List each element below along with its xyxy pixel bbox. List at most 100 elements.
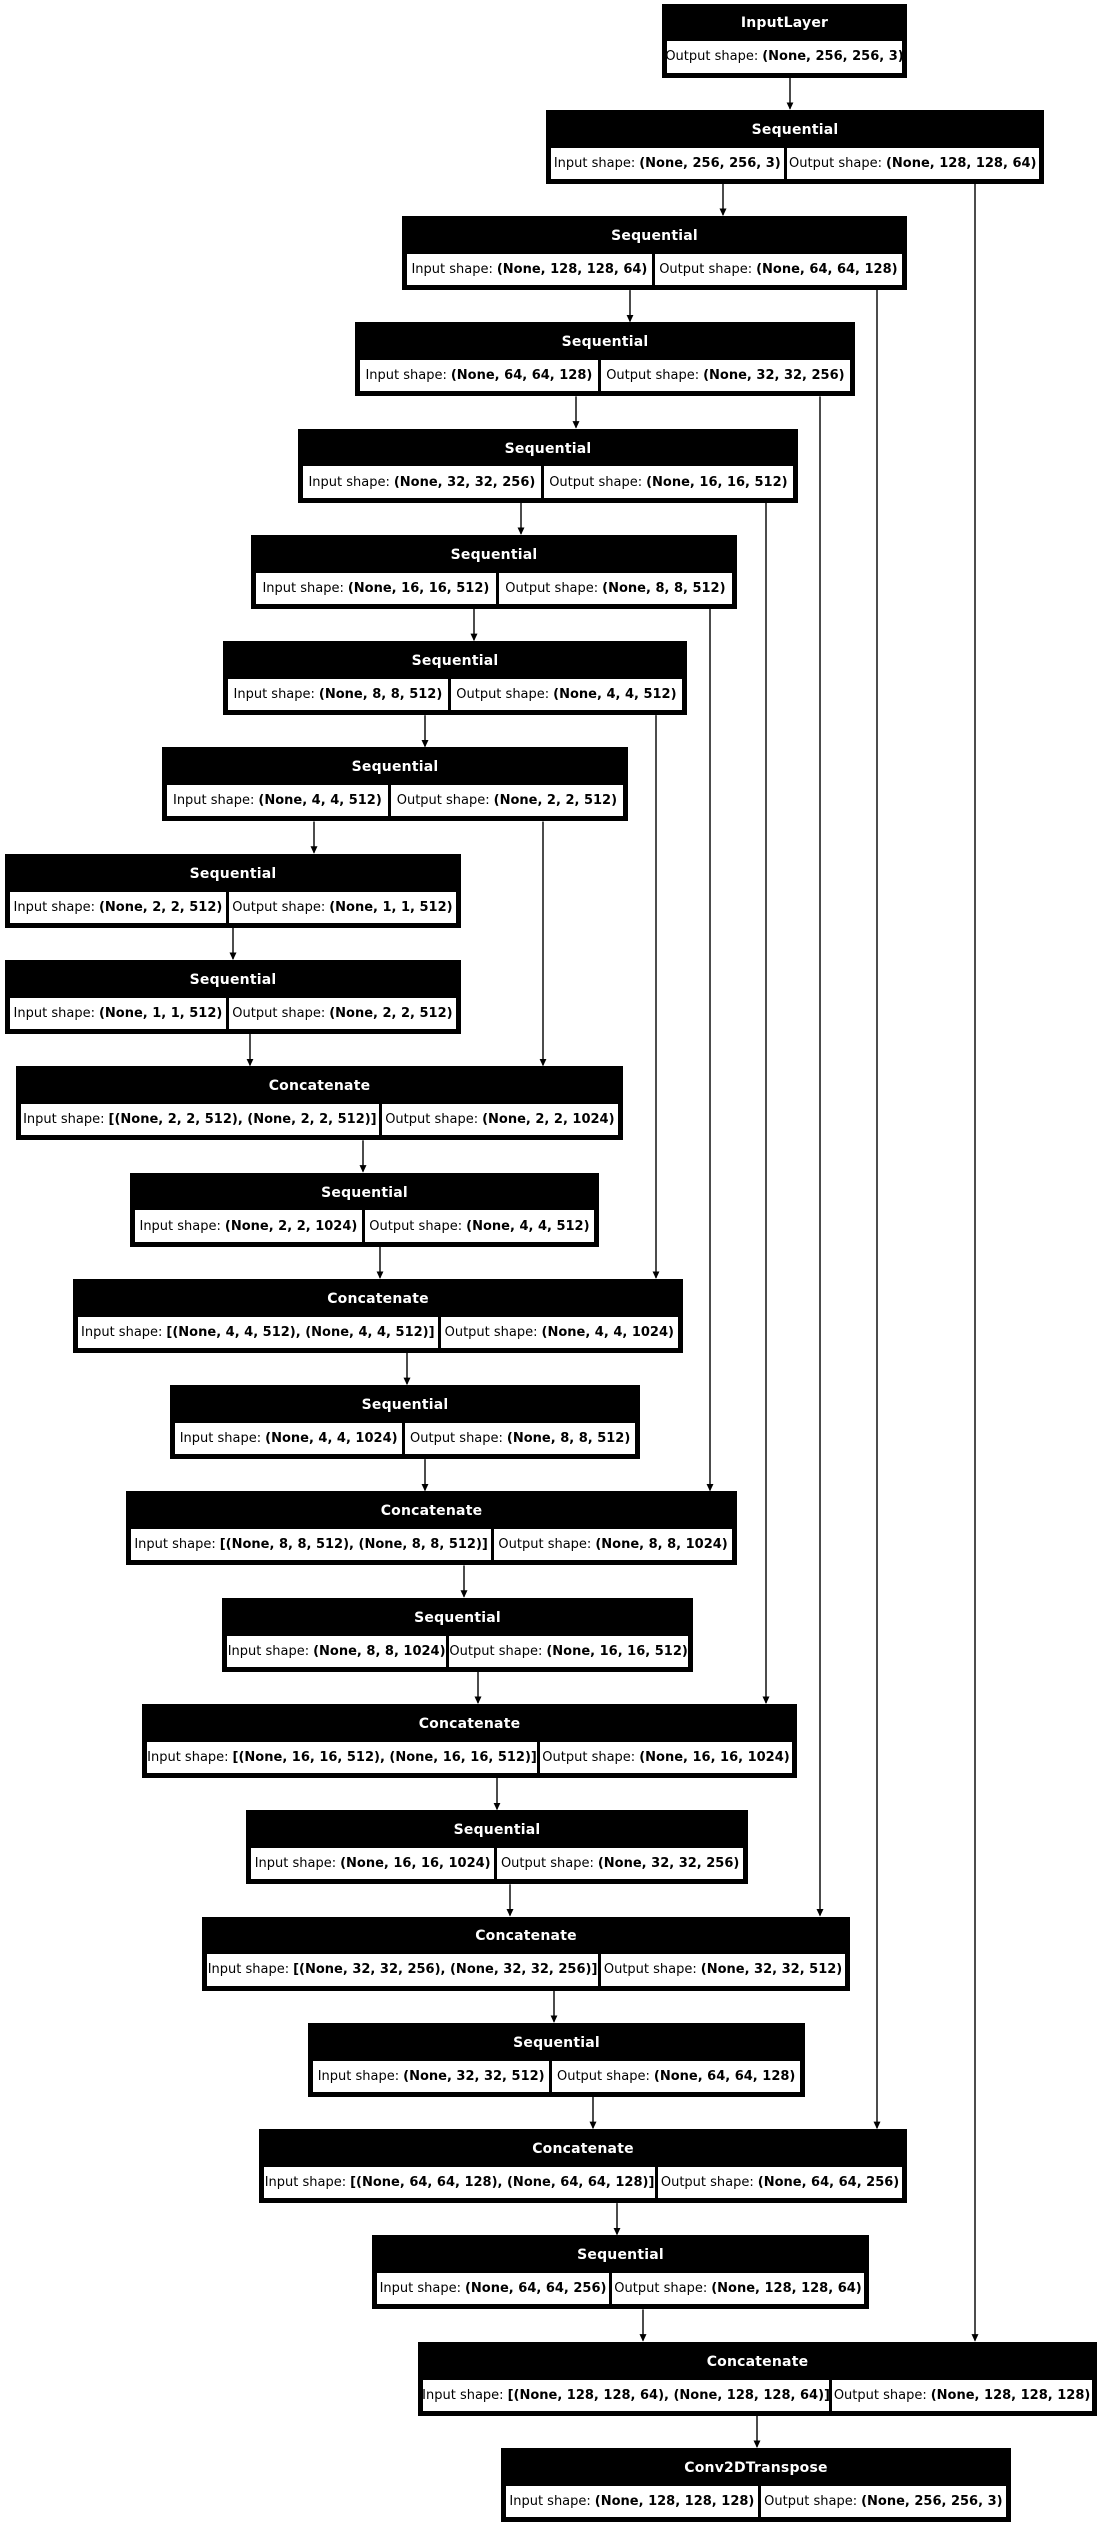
input-shape-prefix: Input shape: xyxy=(81,1324,163,1340)
input-shape-value: (None, 2, 2, 512) xyxy=(98,899,223,915)
output-shape-prefix: Output shape: xyxy=(667,49,759,65)
input-shape-cell: Input shape: (None, 8, 8, 512) xyxy=(228,679,448,711)
output-shape-cell: Output shape: (None, 128, 128, 64) xyxy=(786,147,1039,179)
layer-type-label: Sequential xyxy=(361,1397,449,1414)
input-shape-cell: Input shape: (None, 4, 4, 1024) xyxy=(175,1422,403,1455)
output-shape-value: (None, 4, 4, 512) xyxy=(466,1218,590,1234)
output-shape-prefix: Output shape: xyxy=(500,1856,594,1872)
input-shape-value: [(None, 4, 4, 512), (None, 4, 4, 512)] xyxy=(166,1324,435,1340)
layer-type-label: Concatenate xyxy=(327,1290,429,1307)
output-shape-cell: Output shape: (None, 4, 4, 512) xyxy=(450,679,682,711)
input-shape-cell: Input shape: (None, 4, 4, 512) xyxy=(167,785,388,817)
input-shape-value: (None, 256, 256, 3) xyxy=(639,155,781,171)
output-shape-prefix: Output shape: xyxy=(556,2068,650,2084)
layer-node-22-concatenate: Concatenate Input shape: [(None, 128, 12… xyxy=(418,2341,1097,2416)
output-shape-value: (None, 2, 2, 512) xyxy=(329,1005,453,1021)
output-shape-cell: Output shape: (None, 256, 256, 3) xyxy=(667,41,902,73)
output-shape-prefix: Output shape: xyxy=(542,1749,636,1765)
layer-shape-cells: Input shape: (None, 8, 8, 512) Output sh… xyxy=(228,679,682,711)
output-shape-value: (None, 2, 2, 512) xyxy=(493,793,618,809)
input-shape-cell: Input shape: [(None, 64, 64, 128), (None… xyxy=(264,2166,656,2199)
layer-node-1-sequential: Sequential Input shape: (None, 256, 256,… xyxy=(546,109,1044,184)
layer-shape-cells: Input shape: (None, 64, 64, 256) Output … xyxy=(377,2273,864,2305)
output-shape-value: (None, 8, 8, 1024) xyxy=(595,1537,728,1553)
output-shape-cell: Output shape: (None, 8, 8, 1024) xyxy=(494,1529,732,1561)
layer-type-label: Sequential xyxy=(321,1184,408,1201)
input-shape-prefix: Input shape: xyxy=(23,1112,105,1128)
output-shape-cell: Output shape: (None, 64, 64, 256) xyxy=(658,2166,902,2199)
layer-node-11-sequential: Sequential Input shape: (None, 2, 2, 102… xyxy=(130,1172,599,1247)
input-shape-cell: Input shape: (None, 1, 1, 512) xyxy=(10,997,226,1030)
layer-type-label: Sequential xyxy=(611,227,698,244)
output-shape-prefix: Output shape: xyxy=(498,1537,592,1553)
layer-type-label: Concatenate xyxy=(706,2353,809,2370)
layer-type-label: Sequential xyxy=(504,440,592,457)
output-shape-cell: Output shape: (None, 4, 4, 1024) xyxy=(440,1316,678,1348)
output-shape-prefix: Output shape: xyxy=(444,1324,538,1340)
input-shape-cell: Input shape: [(None, 32, 32, 256), (None… xyxy=(207,1954,599,1986)
layer-node-3-sequential: Sequential Input shape: (None, 64, 64, 1… xyxy=(355,322,855,397)
input-shape-prefix: Input shape: xyxy=(147,1749,229,1765)
layer-shape-cells: Input shape: [(None, 64, 64, 128), (None… xyxy=(264,2166,902,2199)
layer-type-label: Conv2DTranspose xyxy=(684,2459,828,2476)
layer-node-21-sequential: Sequential Input shape: (None, 64, 64, 2… xyxy=(372,2235,869,2310)
layer-shape-cells: Input shape: (None, 4, 4, 512) Output sh… xyxy=(167,785,623,817)
input-shape-cell: Input shape: [(None, 2, 2, 512), (None, … xyxy=(21,1104,379,1136)
layer-type-label: Sequential xyxy=(751,121,839,138)
output-shape-prefix: Output shape: xyxy=(505,580,599,596)
output-shape-prefix: Output shape: xyxy=(232,899,326,915)
layer-type-label: Concatenate xyxy=(380,1503,483,1520)
input-shape-value: (None, 128, 128, 64) xyxy=(496,261,648,277)
layer-shape-cells: Output shape: (None, 256, 256, 3) xyxy=(667,41,902,73)
input-shape-cell: Input shape: (None, 32, 32, 256) xyxy=(303,466,541,498)
output-shape-cell: Output shape: (None, 32, 32, 256) xyxy=(600,360,850,392)
input-shape-value: [(None, 8, 8, 512), (None, 8, 8, 512)] xyxy=(219,1537,488,1553)
input-shape-prefix: Input shape: xyxy=(365,368,447,384)
output-shape-prefix: Output shape: xyxy=(659,261,753,277)
layer-node-10-concatenate: Concatenate Input shape: [(None, 2, 2, 5… xyxy=(16,1066,623,1141)
input-shape-prefix: Input shape: xyxy=(379,2281,461,2297)
output-shape-value: (None, 16, 16, 1024) xyxy=(639,1749,790,1765)
layer-shape-cells: Input shape: [(None, 2, 2, 512), (None, … xyxy=(21,1104,618,1136)
input-shape-value: (None, 16, 16, 512) xyxy=(347,580,490,596)
layer-shape-cells: Input shape: (None, 16, 16, 1024) Output… xyxy=(251,1848,743,1880)
input-shape-cell: Input shape: [(None, 8, 8, 512), (None, … xyxy=(131,1529,492,1561)
output-shape-value: (None, 32, 32, 256) xyxy=(703,368,845,384)
layer-node-18-concatenate: Concatenate Input shape: [(None, 32, 32,… xyxy=(202,1916,850,1991)
layer-type-label: Sequential xyxy=(450,546,538,563)
output-shape-value: (None, 64, 64, 128) xyxy=(653,2068,796,2084)
input-shape-value: (None, 32, 32, 256) xyxy=(393,474,536,490)
output-shape-prefix: Output shape: xyxy=(789,155,882,171)
output-shape-value: (None, 2, 2, 1024) xyxy=(482,1112,615,1128)
layer-type-label: Sequential xyxy=(513,2034,600,2051)
output-shape-cell: Output shape: (None, 2, 2, 512) xyxy=(390,785,623,817)
output-shape-value: (None, 256, 256, 3) xyxy=(762,49,902,65)
layer-node-23-conv2dtranspose: Conv2DTranspose Input shape: (None, 128,… xyxy=(501,2447,1011,2522)
layer-shape-cells: Input shape: [(None, 8, 8, 512), (None, … xyxy=(131,1529,732,1561)
layer-type-label: Sequential xyxy=(577,2247,664,2264)
layer-type-label: Sequential xyxy=(351,759,439,776)
output-shape-value: (None, 128, 128, 64) xyxy=(885,155,1037,171)
input-shape-prefix: Input shape: xyxy=(13,1005,95,1021)
input-shape-cell: Input shape: (None, 2, 2, 512) xyxy=(10,891,226,923)
input-shape-value: (None, 64, 64, 256) xyxy=(464,2281,607,2297)
output-shape-value: (None, 128, 128, 128) xyxy=(930,2387,1091,2403)
output-shape-cell: Output shape: (None, 4, 4, 512) xyxy=(364,1210,594,1242)
layer-shape-cells: Input shape: [(None, 16, 16, 512), (None… xyxy=(147,1741,792,1773)
output-shape-value: (None, 256, 256, 3) xyxy=(861,2493,1003,2509)
layer-node-12-concatenate: Concatenate Input shape: [(None, 4, 4, 5… xyxy=(73,1278,683,1353)
output-shape-value: (None, 8, 8, 512) xyxy=(602,580,726,596)
input-shape-prefix: Input shape: xyxy=(227,1643,310,1659)
output-shape-value: (None, 64, 64, 128) xyxy=(756,261,898,277)
input-shape-prefix: Input shape: xyxy=(308,474,390,490)
output-shape-value: (None, 16, 16, 512) xyxy=(646,474,788,490)
input-shape-value: [(None, 32, 32, 256), (None, 32, 32, 256… xyxy=(293,1962,598,1978)
layer-type-label: Sequential xyxy=(561,334,649,351)
input-shape-prefix: Input shape: xyxy=(134,1537,216,1553)
output-shape-cell: Output shape: (None, 16, 16, 512) xyxy=(543,466,793,498)
output-shape-cell: Output shape: (None, 128, 128, 64) xyxy=(612,2273,864,2305)
input-shape-prefix: Input shape: xyxy=(411,261,493,277)
layer-shape-cells: Input shape: [(None, 32, 32, 256), (None… xyxy=(207,1954,845,1986)
layer-shape-cells: Input shape: (None, 2, 2, 1024) Output s… xyxy=(135,1210,594,1242)
